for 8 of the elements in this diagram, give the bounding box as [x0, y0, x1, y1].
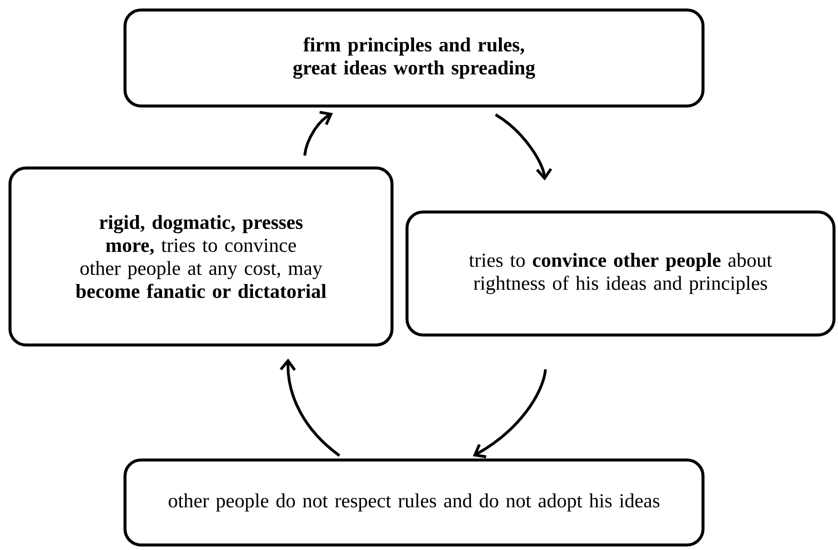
text-box: rigid, dogmatic, presses more, tries to convince other people at any cost, may become fanatic or dictatorial: [8, 166, 394, 346]
curved-arrow: [494, 113, 552, 181]
text-box: firm principles and rules, great ideas worth spreading: [124, 8, 704, 108]
curved-arrow: [472, 369, 547, 458]
curved-arrow: [280, 358, 340, 457]
text-box: tries to convince other people about rightness of his ideas and principles: [406, 210, 836, 336]
text-box: other people do not respect rules and do not adopt his ideas: [124, 458, 704, 546]
curved-arrow: [303, 110, 333, 156]
